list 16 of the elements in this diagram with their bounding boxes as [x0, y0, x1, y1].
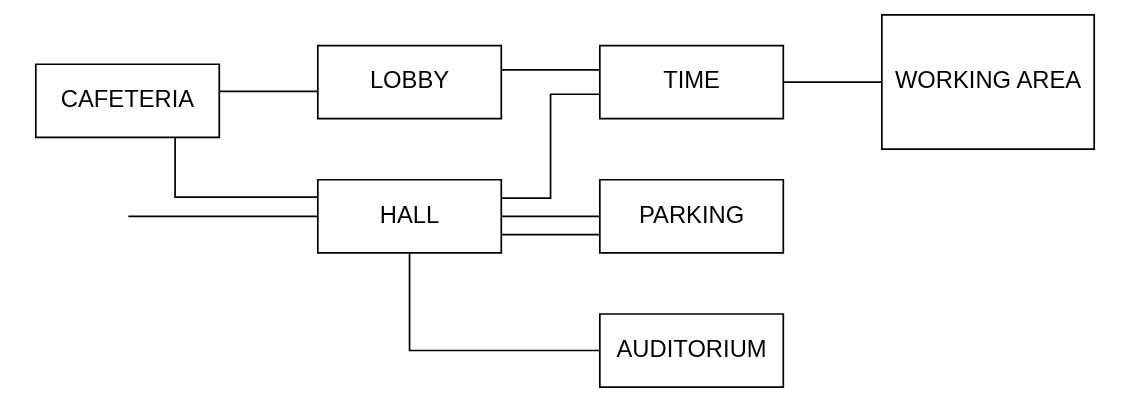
node-box: AUDITORIUM [598, 313, 784, 388]
connector [500, 69, 600, 71]
connector [500, 215, 600, 218]
connector [500, 233, 600, 236]
node-box: WORKING AREA [880, 14, 1095, 151]
node-box: TIME [598, 44, 784, 120]
node-box: LOBBY [316, 44, 502, 120]
connector [500, 93, 600, 199]
connector [782, 81, 882, 83]
node-box: CAFETERIA [34, 63, 220, 139]
connector [218, 90, 318, 93]
node-box: PARKING [598, 178, 784, 254]
connector [127, 215, 318, 218]
connector [173, 136, 318, 199]
connector [408, 252, 600, 352]
node-box: HALL [316, 178, 502, 254]
